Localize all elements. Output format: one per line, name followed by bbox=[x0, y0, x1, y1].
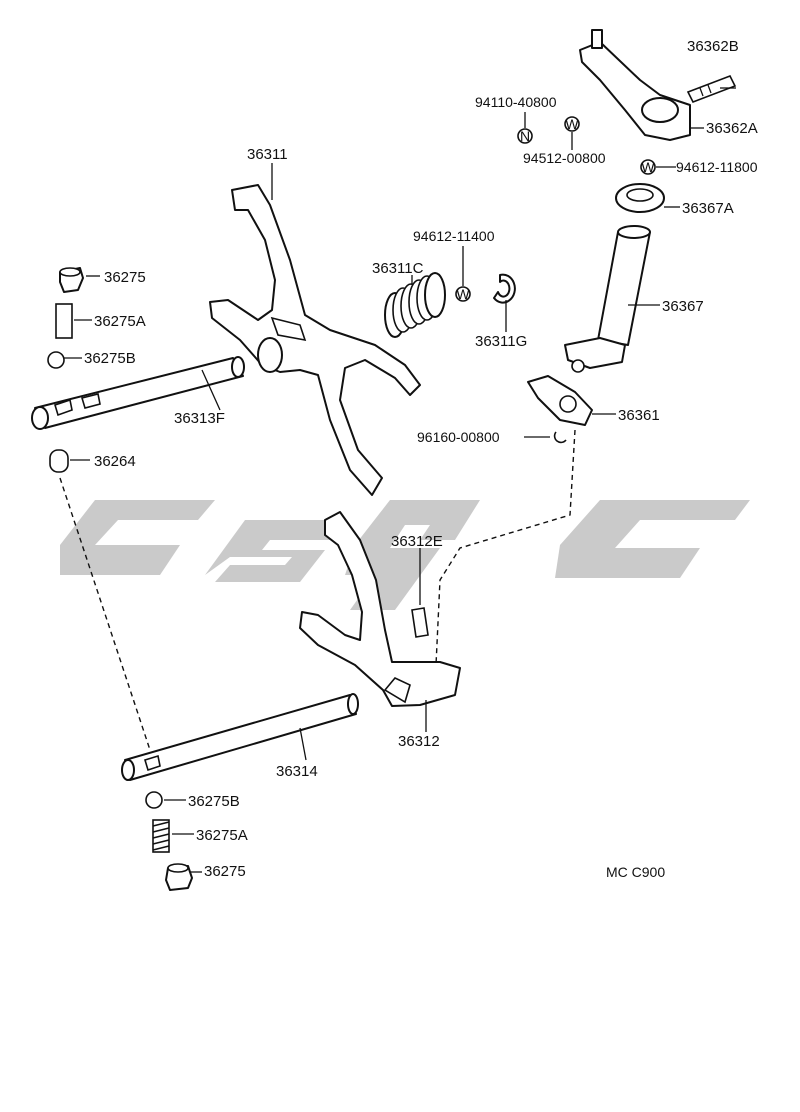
label-94512-00800: 94512-00800 bbox=[523, 150, 606, 166]
label-36311G: 36311G bbox=[475, 333, 527, 350]
shift-fork-upper bbox=[209, 184, 421, 496]
label-36367A: 36367A bbox=[682, 200, 734, 217]
svg-text:W: W bbox=[565, 116, 579, 132]
svg-text:W: W bbox=[641, 159, 655, 175]
fork-pin bbox=[411, 607, 429, 638]
fork-spring bbox=[384, 272, 446, 338]
lever-pin bbox=[686, 74, 737, 104]
label-94612-11400: 94612-11400 bbox=[413, 228, 495, 244]
label-94612-11800: 94612-11800 bbox=[676, 159, 758, 175]
label-36275A-lower: 36275A bbox=[196, 827, 248, 844]
watermark-logo bbox=[60, 500, 750, 610]
fork-shaft-lower bbox=[121, 693, 359, 781]
e-clip bbox=[553, 431, 567, 444]
label-36361: 36361 bbox=[618, 407, 660, 424]
plug-upper bbox=[59, 267, 84, 293]
label-36275-upper: 36275 bbox=[104, 269, 146, 286]
fork-shaft-upper bbox=[31, 356, 245, 430]
label-36362B: 36362B bbox=[687, 38, 739, 55]
plug-lower bbox=[165, 863, 193, 891]
label-96160-00800: 96160-00800 bbox=[417, 429, 500, 445]
spring-lower bbox=[152, 819, 170, 853]
ball-lower bbox=[145, 791, 163, 809]
label-36275-lower: 36275 bbox=[204, 863, 246, 880]
selector-shaft bbox=[564, 225, 651, 373]
label-36275A-upper: 36275A bbox=[94, 313, 146, 330]
snap-ring bbox=[493, 273, 516, 304]
nut-symbol: N bbox=[517, 128, 533, 144]
label-94110-40800: 94110-40800 bbox=[475, 94, 557, 110]
label-36311: 36311 bbox=[247, 146, 288, 163]
diagram-code: MC C900 bbox=[606, 864, 665, 880]
label-36362A: 36362A bbox=[706, 120, 758, 137]
assembly-line-left bbox=[59, 477, 151, 751]
washer-symbol-mid: W bbox=[455, 286, 471, 302]
label-36314: 36314 bbox=[276, 763, 318, 780]
spring-upper bbox=[55, 303, 73, 339]
label-36275B-lower: 36275B bbox=[188, 793, 240, 810]
assembly-line-right bbox=[435, 429, 576, 666]
shift-plate bbox=[527, 375, 593, 426]
shift-lever-arm bbox=[579, 29, 691, 141]
label-36275B-upper: 36275B bbox=[84, 350, 136, 367]
interlock-pin bbox=[49, 449, 69, 473]
label-36311C: 36311C bbox=[372, 260, 424, 277]
ball-upper bbox=[47, 351, 65, 369]
label-36312: 36312 bbox=[398, 733, 440, 750]
shift-fork-lower bbox=[299, 511, 461, 707]
label-36264: 36264 bbox=[94, 453, 136, 470]
leader-lines bbox=[64, 87, 736, 873]
svg-text:W: W bbox=[456, 286, 470, 302]
washer-symbol-upper: W bbox=[564, 116, 580, 132]
label-36312E: 36312E bbox=[391, 533, 443, 550]
oil-seal bbox=[615, 183, 665, 213]
label-36313F: 36313F bbox=[174, 410, 225, 427]
washer-symbol-right: W bbox=[640, 159, 656, 175]
svg-text:N: N bbox=[520, 128, 530, 144]
label-36367: 36367 bbox=[662, 298, 704, 315]
